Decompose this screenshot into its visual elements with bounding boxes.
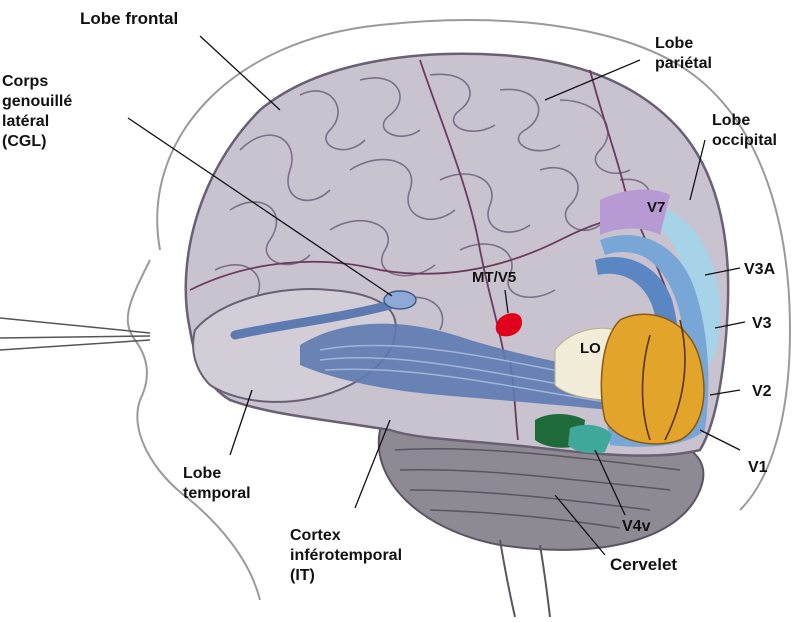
label-mt-v5: MT/V5: [472, 269, 516, 286]
label-lobe-occipital: Lobe occipital: [712, 112, 777, 149]
label-v2: V2: [752, 383, 772, 400]
label-lobe-frontal: Lobe frontal: [80, 9, 178, 28]
label-corps-genouille: Corps genouillé latéral (CGL): [2, 73, 77, 150]
label-lobe-temporal: Lobe temporal: [183, 465, 251, 502]
label-v4v: V4v: [622, 518, 651, 535]
label-v3: V3: [752, 315, 772, 332]
label-cervelet: Cervelet: [610, 555, 677, 574]
label-v3a: V3A: [744, 261, 776, 278]
label-lobe-parietal: Lobe pariétal: [655, 35, 712, 72]
label-v1: V1: [748, 459, 768, 476]
label-v7: V7: [647, 199, 665, 216]
label-lo: LO: [580, 340, 601, 357]
brainstem: [500, 540, 550, 617]
label-cortex-it: Cortex inférotemporal (IT): [290, 527, 406, 584]
